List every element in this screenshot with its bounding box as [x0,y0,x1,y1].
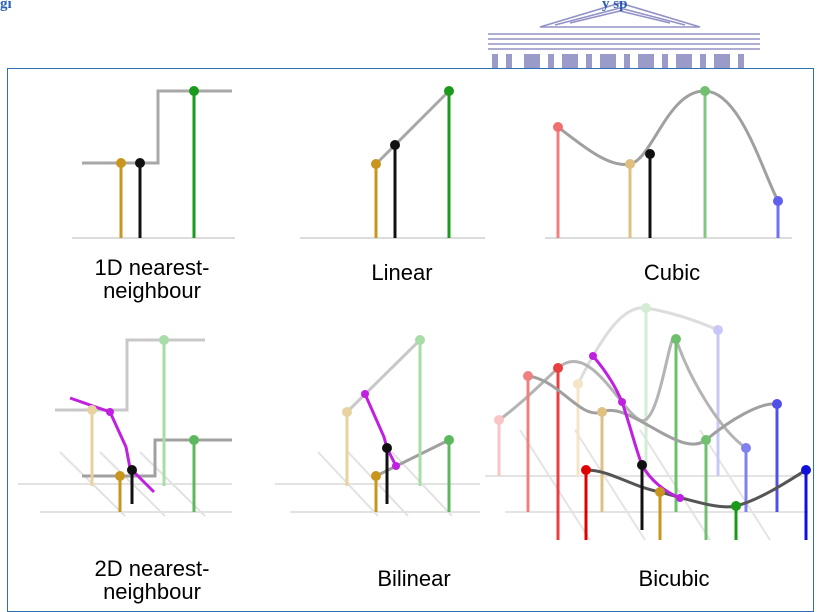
interp-point-black [390,140,400,150]
sample-point-green [189,86,199,96]
label-linear: Linear [322,261,482,284]
label-line: Linear [371,260,433,285]
linear-curve [374,89,451,166]
interp-path-magenta [591,355,681,500]
panel-linear-graphic [300,86,485,239]
panel-bilinear-graphic [275,335,480,517]
sample-point-gold [371,159,381,169]
interp-point-black [135,158,145,168]
label-line: Bilinear [377,566,451,591]
label-bicubic: Bicubic [594,567,754,590]
bicubic-front-curve [585,468,807,509]
label-line: neighbour [103,278,201,303]
panel-nearest-2d-graphic [18,335,232,517]
cubic-curve [557,89,780,202]
label-bilinear: Bilinear [334,567,494,590]
sample-point-green [700,86,710,96]
interp-point-black [645,149,655,159]
label-cubic: Cubic [592,261,752,284]
label-nearest-1d: 1D nearest- neighbour [62,256,242,302]
caption-fragment-left: gi [0,0,12,12]
step-curve-front [82,438,232,478]
label-line: 1D nearest- [94,255,210,280]
label-line: Bicubic [638,566,710,591]
building-watermark [488,2,760,68]
panel-nearest-1d-graphic [72,86,235,239]
panel-cubic-graphic [545,86,792,239]
sample-point-red [553,122,563,132]
panel-bicubic-graphic [485,303,811,541]
sample-point-green [444,86,454,96]
sample-point-blue [773,196,783,206]
step-curve [82,89,232,165]
interp-path-magenta [69,396,156,494]
label-line: Cubic [643,260,701,285]
label-line: neighbour [103,579,201,604]
interp-path-magenta [363,393,398,467]
label-nearest-2d: 2D nearest- neighbour [62,557,242,603]
label-line: 2D nearest- [94,556,210,581]
sample-point-gold [116,158,126,168]
sample-point-gold [625,159,635,169]
